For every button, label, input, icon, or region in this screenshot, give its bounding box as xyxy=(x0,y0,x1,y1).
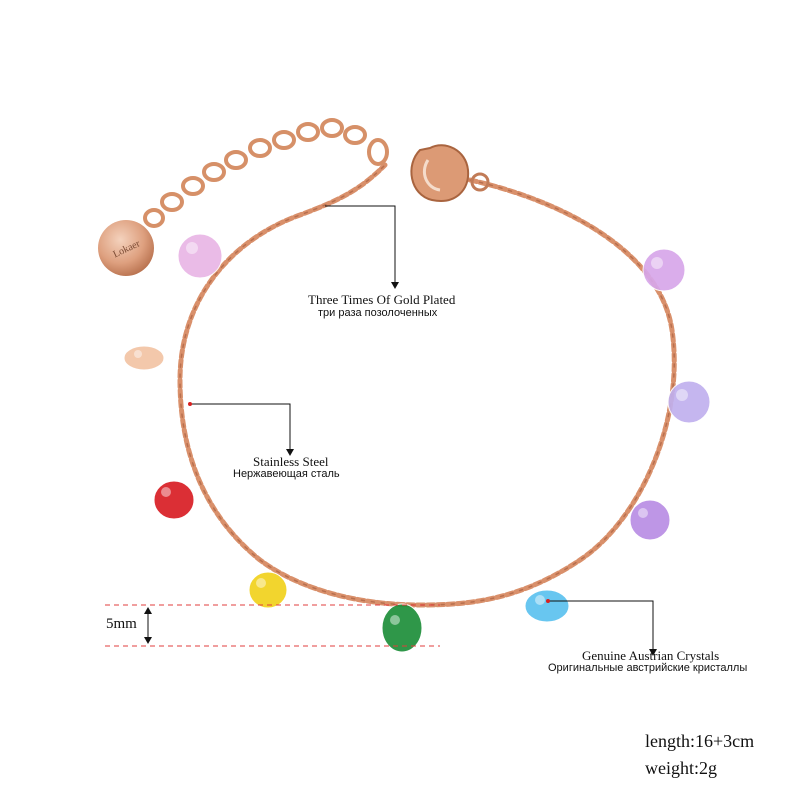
crystal-charm xyxy=(667,380,711,424)
crystal-charm xyxy=(153,480,195,520)
dimension-guides xyxy=(105,604,440,647)
crystal-charm xyxy=(123,345,165,371)
brand-tag: Lokaer xyxy=(98,220,154,276)
callout-crystals-en: Genuine Austrian Crystals xyxy=(582,648,720,663)
callout-lines xyxy=(190,205,654,652)
crystal-charm xyxy=(524,589,570,623)
callout-arrows xyxy=(188,282,657,656)
lobster-clasp xyxy=(410,144,490,202)
dimension-label: 5mm xyxy=(106,616,137,632)
crystal-charm xyxy=(177,233,223,279)
crystal-charms xyxy=(123,233,711,653)
crystal-charm xyxy=(248,571,288,609)
callout-stainless-steel-en: Stainless Steel xyxy=(253,454,329,469)
callout-gold-plated-en: Three Times Of Gold Plated xyxy=(308,292,456,307)
crystal-charm xyxy=(629,499,671,541)
crystal-highlights xyxy=(134,242,688,625)
extension-chain xyxy=(143,118,389,228)
callout-stainless-steel-ru: Нержавеющая сталь xyxy=(233,468,340,480)
callout-gold-plated-ru: три раза позолоченных xyxy=(318,307,438,319)
weight-spec: weight:2g xyxy=(645,758,717,778)
callout-crystals-ru: Оригинальные австрийские кристаллы xyxy=(548,662,748,674)
chain xyxy=(177,162,677,608)
crystal-charm xyxy=(381,603,423,653)
crystal-charm xyxy=(642,248,686,292)
length-spec: length:16+3cm xyxy=(645,731,755,751)
